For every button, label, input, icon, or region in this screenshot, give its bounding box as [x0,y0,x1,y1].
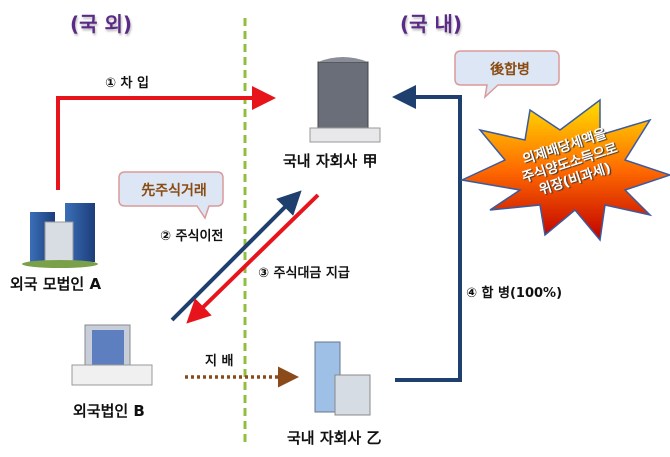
label-payment: ③ 주식대금 지급 [258,266,350,281]
title-domestic: (국 내) [400,12,463,36]
callout-first: 先주식거래 [141,183,207,199]
label-borrow: ① 차 입 [105,76,149,91]
label-control: 지 배 [205,354,234,369]
borrow-arrow [56,86,276,190]
building-eul-icon [314,341,371,416]
building-parent-a-icon [22,203,98,268]
entity-foreign-b: 외국법인 B [73,402,145,420]
callout-first-shape [118,171,224,220]
starburst [459,98,670,242]
building-gap-icon [309,57,381,143]
callout-after: 後합병 [490,62,530,78]
entity-sub-eul: 국내 자회사 乙 [287,429,382,447]
entity-sub-gap: 국내 자회사 甲 [283,152,378,170]
payment-arrow [186,193,320,324]
merger-arrow [392,85,462,382]
label-share-transfer: ② 주식이전 [160,229,224,244]
building-b-icon [71,324,153,386]
share-transfer-arrow [170,190,302,322]
title-overseas: (국 외) [70,12,133,36]
callout-after-shape [454,50,560,100]
label-merger: ④ 합 병(100%) [466,286,563,301]
entity-parent-a: 외국 모법인 A [10,275,102,293]
